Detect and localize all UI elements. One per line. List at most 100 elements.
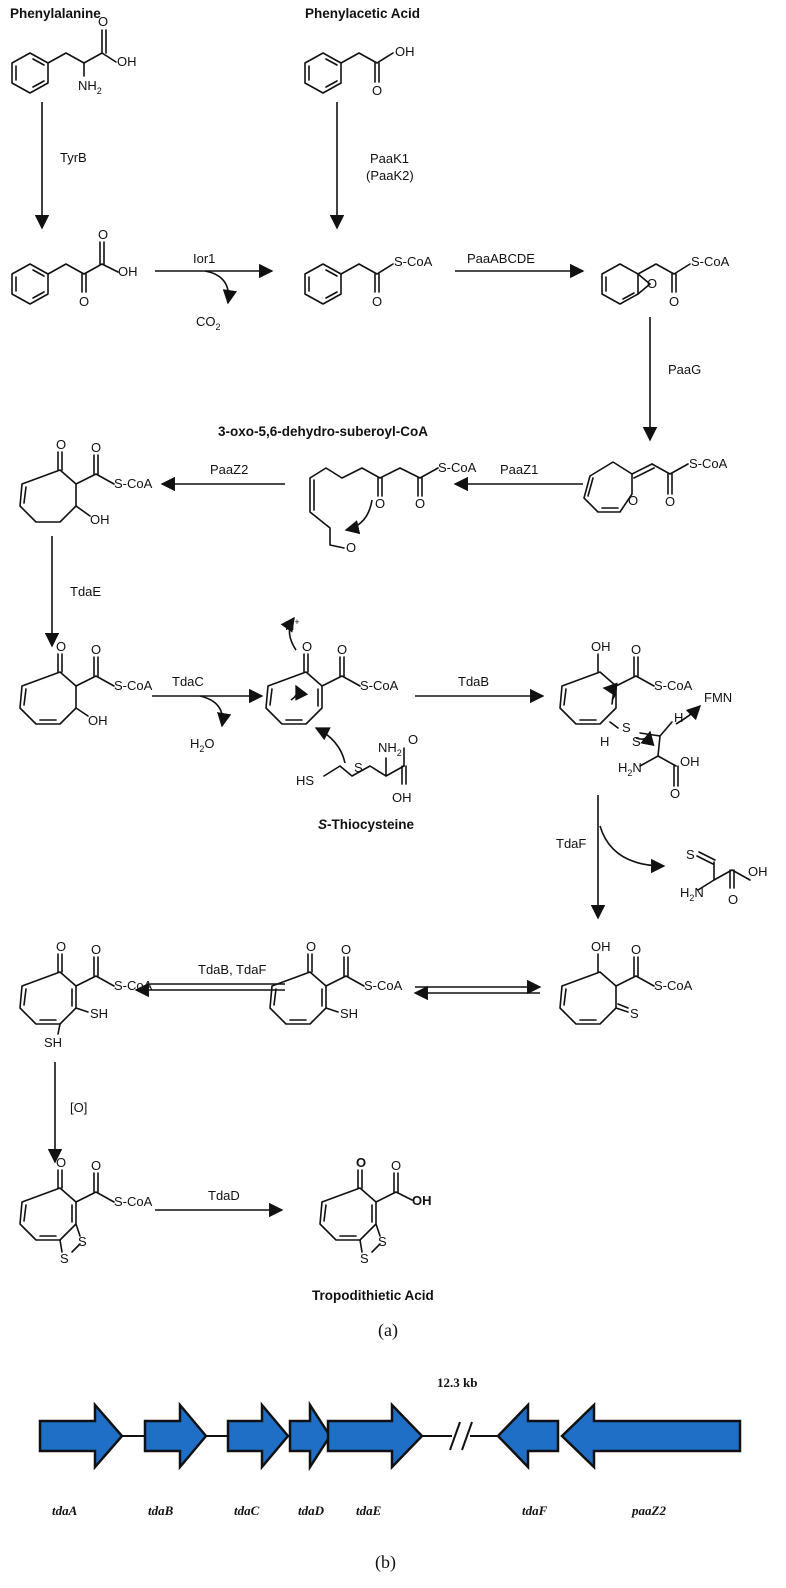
tda-oh: OH xyxy=(412,1193,432,1208)
thione-scoa: S-CoA xyxy=(654,978,693,993)
tda-s2: S xyxy=(360,1251,369,1266)
tda-s1: S xyxy=(378,1234,387,1249)
tda-coa-keto-o: O xyxy=(56,1155,66,1170)
label-tdac: TdaC xyxy=(172,674,204,689)
thione-s: S xyxy=(630,1006,639,1021)
h-plus-h: H xyxy=(285,618,294,633)
oxepin-scoa: S-CoA xyxy=(689,456,728,471)
arrow-h2o-release xyxy=(199,695,232,728)
thiocysteine-nh2: NH2 xyxy=(378,740,402,758)
label-ior1: Ior1 xyxy=(193,251,215,266)
monothiol-keto-o: O xyxy=(306,939,316,954)
label-tyrb: TyrB xyxy=(60,150,87,165)
gap-break-2 xyxy=(461,1421,473,1451)
thiocysteine-oh: OH xyxy=(392,790,412,805)
gene-label-paaz2: paaZ2 xyxy=(631,1503,666,1518)
label-tdad: TdaD xyxy=(208,1188,240,1203)
caption-b: (b) xyxy=(375,1552,396,1573)
dithiol-thioester-o: O xyxy=(91,942,101,957)
h2o-o: O xyxy=(204,736,214,751)
gap-label-12-3-kb: 12.3 kb xyxy=(437,1375,477,1390)
cycloheptadienone-scoa: S-CoA xyxy=(114,678,153,693)
oxepin-o: O xyxy=(628,493,638,508)
monothiol-scoa: S-CoA xyxy=(364,978,403,993)
label-tdaf: TdaF xyxy=(556,836,586,851)
suberoyl-keto-o: O xyxy=(375,496,385,511)
arrow-thioaldehyde-release xyxy=(599,825,666,874)
gap-break-1 xyxy=(449,1421,461,1451)
thioaldehyde-h2n-sub: 2 xyxy=(689,893,694,903)
phenylpyruvate-oh: OH xyxy=(118,264,138,279)
label-tdae: TdaE xyxy=(70,584,101,599)
molecule-phenylacetic-acid xyxy=(304,52,394,94)
gene-label-tdae: tdaE xyxy=(356,1503,382,1518)
suberoyl-scoa: S-CoA xyxy=(438,460,477,475)
adduct-h: H xyxy=(600,734,609,749)
phenylalanine-nh2-n: NH xyxy=(78,78,97,93)
tda-acid-o: O xyxy=(391,1158,401,1173)
molecule-adduct xyxy=(559,653,679,787)
arrow-electron-push-suberoyl xyxy=(344,499,373,535)
molecule-cycloheptenone-hydroxy xyxy=(19,451,115,523)
arrow-proton-loss xyxy=(280,616,297,651)
tropone-scoa: S-CoA xyxy=(360,678,399,693)
title-oxo-dehydro-suberoyl-coa: 3-oxo-5,6-dehydro-suberoyl-CoA xyxy=(218,424,428,439)
caption-a: (a) xyxy=(378,1320,398,1341)
title-tropodithietic-acid: Tropodithietic Acid xyxy=(312,1288,434,1303)
phenylalanine-nh2-sub: 2 xyxy=(97,86,102,96)
gene-label-tdaf: tdaF xyxy=(522,1503,548,1518)
arrow-adduct-ring xyxy=(602,682,618,701)
label-h2o: H2O xyxy=(190,736,215,754)
cycloheptenone-keto-o: O xyxy=(56,437,66,452)
adduct-thioester-o: O xyxy=(631,642,641,657)
molecule-cycloheptadienone-hydroxy xyxy=(19,653,115,725)
gene-label-tdab: tdaB xyxy=(148,1503,174,1518)
adduct-carbonyl-o: O xyxy=(670,786,680,801)
tda-keto-o: O xyxy=(356,1155,366,1170)
thioaldehyde-h2n-h: H xyxy=(680,885,689,900)
molecule-phenylacetyl-coa xyxy=(304,263,394,305)
title-s-thiocysteine: S-Thiocysteine xyxy=(318,817,415,832)
adduct-scoa: S-CoA xyxy=(654,678,693,693)
label-paak2: (PaaK2) xyxy=(366,168,414,183)
cycloheptenone-scoa: S-CoA xyxy=(114,476,153,491)
thioaldehyde-s: S xyxy=(686,847,695,862)
label-oxidation: [O] xyxy=(70,1100,87,1115)
gene-label-tdac: tdaC xyxy=(234,1503,260,1518)
thioaldehyde-h2n: H2N xyxy=(680,885,704,903)
gene-arrow-tdad xyxy=(288,1400,332,1472)
phenylpyruvate-keto-o: O xyxy=(79,294,89,309)
molecule-tda-coa xyxy=(19,1169,115,1253)
dithiol-sh1: SH xyxy=(90,1006,108,1021)
gene-arrow-tdac xyxy=(226,1401,290,1471)
gene-arrow-tdab xyxy=(143,1401,208,1471)
label-paaabcde: PaaABCDE xyxy=(467,251,535,266)
h2o-h: H xyxy=(190,736,199,751)
molecule-tropone-coa xyxy=(265,653,361,725)
oxepin-carbonyl-o: O xyxy=(665,494,675,509)
adduct-h2n-h: H xyxy=(618,760,627,775)
adduct-h2n: H2N xyxy=(618,760,642,778)
gene-arrow-tdae xyxy=(326,1401,424,1471)
molecule-epoxide xyxy=(601,263,691,305)
title-s-thiocysteine-s: S xyxy=(318,817,327,832)
molecule-tropodithietic-acid xyxy=(319,1169,413,1253)
molecule-oxepin xyxy=(583,461,689,513)
gene-arrows xyxy=(38,1400,742,1472)
molecule-phenylpyruvate xyxy=(11,241,119,305)
arrow-thiol-attack xyxy=(314,727,346,764)
phenylpyruvate-carbonyl-o: O xyxy=(98,227,108,242)
suberoyl-aldehyde-o: O xyxy=(346,540,356,555)
label-co2: CO2 xyxy=(196,314,221,332)
arrow-adduct-ss xyxy=(635,730,655,747)
tropone-thioester-o: O xyxy=(337,642,347,657)
thiocysteine-hs: HS xyxy=(296,773,314,788)
label-paaz1: PaaZ1 xyxy=(500,462,538,477)
label-tdab-tdaf: TdaB, TdaF xyxy=(198,962,266,977)
arrow-to-fmn xyxy=(675,704,702,725)
adduct-h2: H xyxy=(674,710,683,725)
gene-label-tdad: tdaD xyxy=(298,1503,325,1518)
thione-oh: OH xyxy=(591,939,611,954)
thiocysteine-nh2-n: NH xyxy=(378,740,397,755)
